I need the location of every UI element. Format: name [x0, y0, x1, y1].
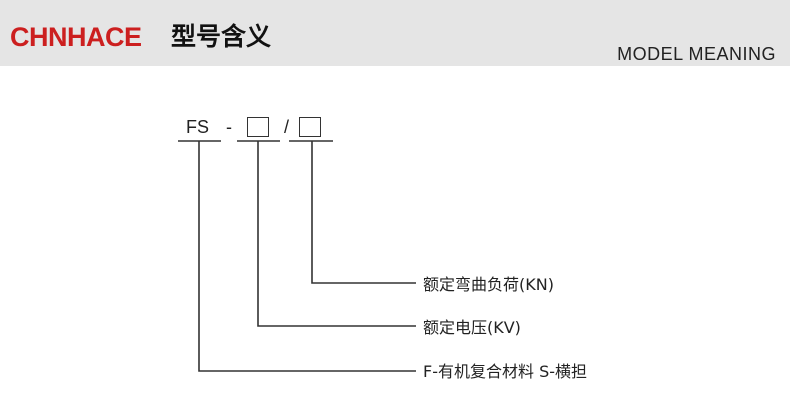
model-slash: / [284, 117, 290, 137]
legend-rated-voltage: 额定电压(KV) [423, 318, 521, 337]
header-bar: CHNHACE 型号含义 MODEL MEANING [0, 0, 790, 66]
model-prefix: FS [186, 117, 210, 137]
load-placeholder-box [299, 117, 321, 137]
connector-load [311, 141, 416, 284]
brand-logo: CHNHACE [10, 22, 142, 52]
page-title-en: MODEL MEANING [617, 44, 776, 64]
legend-rated-bending-load: 额定弯曲负荷(KN) [423, 275, 554, 294]
legend-material-type: F-有机复合材料 S-横担 [423, 362, 587, 381]
connector-voltage [257, 141, 416, 327]
model-dash: - [226, 117, 232, 137]
connector-material [198, 141, 416, 372]
page-title: 型号含义 [171, 22, 272, 51]
voltage-placeholder-box [247, 117, 269, 137]
